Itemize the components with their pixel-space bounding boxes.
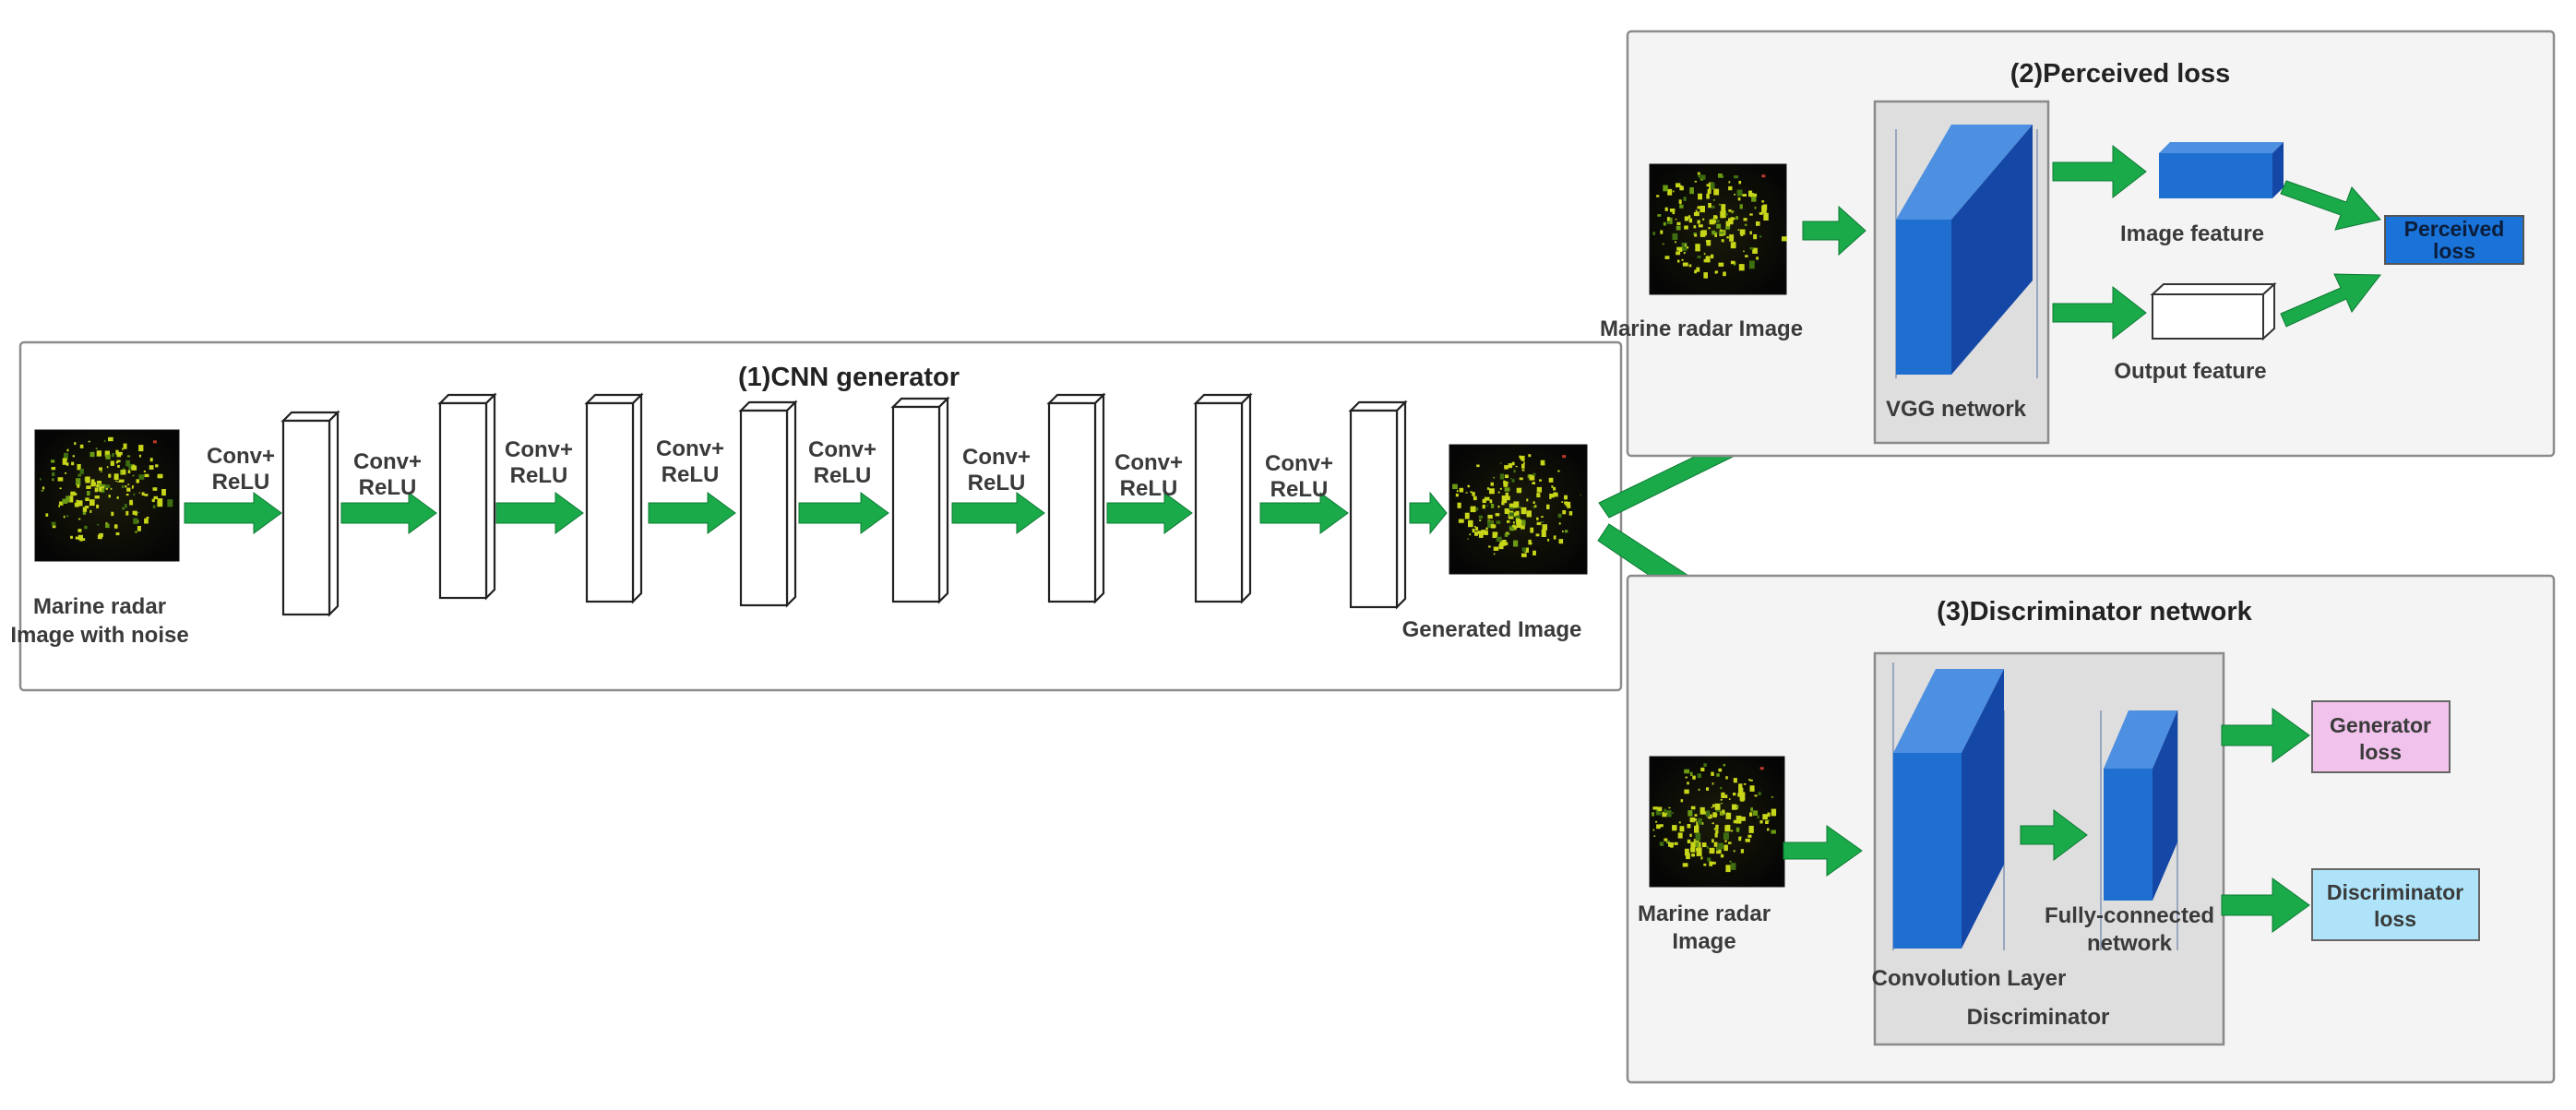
generator-loss-line2: loss bbox=[2359, 740, 2402, 764]
perceived-loss-line2: loss bbox=[2433, 239, 2475, 263]
conv-label-line1: Conv+ bbox=[505, 437, 573, 462]
conv-label-line1: Conv+ bbox=[656, 436, 724, 461]
input-label-line1: Marine radar bbox=[33, 594, 166, 619]
arrow-into-vgg bbox=[1802, 205, 1866, 257]
conv-relu-block bbox=[1348, 400, 1408, 610]
conv-arrow bbox=[184, 492, 282, 534]
radar-image-perceived bbox=[1649, 163, 1787, 295]
input-label-line2: Image with noise bbox=[10, 623, 188, 648]
noisy-radar-image bbox=[34, 429, 180, 562]
conv-arrow bbox=[1106, 492, 1193, 534]
discriminator-input-label-line1: Marine radar bbox=[1638, 901, 1771, 926]
fully-connected-label-line2: network bbox=[2087, 931, 2173, 956]
image-feature-label: Image feature bbox=[2120, 221, 2264, 246]
conv-relu-block bbox=[890, 396, 950, 604]
perceived-loss-panel: (2)Perceived loss Marine radar Image VGG… bbox=[1600, 30, 2556, 458]
generated-image bbox=[1449, 444, 1588, 575]
conv-label-line1: Conv+ bbox=[1115, 450, 1183, 475]
arrow-conv-to-fc bbox=[2020, 809, 2088, 861]
fully-connected-layer bbox=[2104, 710, 2177, 901]
conv-relu-block bbox=[1046, 392, 1106, 604]
perceived-input-label: Marine radar Image bbox=[1600, 316, 1803, 341]
conv-relu-block bbox=[280, 410, 340, 617]
cnn-generator-panel: (1)CNN generator Marine radar Image with… bbox=[10, 340, 1623, 692]
relu-label-line2: ReLU bbox=[814, 463, 872, 488]
cnn-generator-title: (1)CNN generator bbox=[738, 363, 960, 392]
discriminator-loss-line1: Discriminator bbox=[2327, 880, 2463, 904]
relu-label-line2: ReLU bbox=[510, 463, 568, 488]
perceived-loss-line1: Perceived bbox=[2404, 217, 2505, 241]
discriminator-container-label: Discriminator bbox=[1967, 1005, 2110, 1030]
arrow-to-output-feature bbox=[2052, 285, 2147, 340]
discriminator-network-title: (3)Discriminator network bbox=[1937, 597, 2252, 627]
relu-label-line2: ReLU bbox=[212, 470, 270, 495]
conv-relu-block bbox=[584, 392, 644, 604]
output-feature-block bbox=[2150, 281, 2277, 341]
arrow-into-discriminator bbox=[1783, 825, 1863, 877]
perceived-loss-box bbox=[2384, 215, 2524, 265]
conv-arrow bbox=[648, 492, 736, 534]
convolution-layer-label: Convolution Layer bbox=[1872, 966, 2067, 991]
conv-arrow bbox=[340, 492, 437, 534]
arrow-output-feature-to-loss bbox=[2280, 273, 2382, 328]
arrow-image-feature-to-loss bbox=[2280, 180, 2381, 231]
radar-image-discriminator bbox=[1649, 756, 1785, 888]
conv-relu-block bbox=[1193, 392, 1253, 604]
arrow-to-generator-loss bbox=[2221, 708, 2310, 763]
relu-label-line2: ReLU bbox=[1120, 476, 1178, 501]
discriminator-input-label-line2: Image bbox=[1672, 929, 1735, 954]
conv-label-line1: Conv+ bbox=[207, 444, 275, 469]
generator-loss-line1: Generator bbox=[2330, 713, 2431, 737]
conv-label-group: Conv+ReLUConv+ReLUConv+ReLUConv+ReLUConv… bbox=[207, 436, 1333, 502]
conv-label-line1: Conv+ bbox=[962, 445, 1031, 470]
generated-image-label: Generated Image bbox=[1402, 617, 1582, 642]
conv-relu-block bbox=[437, 392, 497, 601]
arrow-to-image-feature bbox=[2052, 144, 2147, 199]
discriminator-network-panel: (3)Discriminator network Marine radar Im… bbox=[1626, 574, 2556, 1084]
relu-label-line2: ReLU bbox=[968, 471, 1026, 495]
convolution-layer bbox=[1893, 669, 2004, 949]
vgg-network-label: VGG network bbox=[1886, 397, 2027, 422]
conv-relu-block bbox=[738, 400, 798, 608]
conv-arrow bbox=[798, 492, 889, 534]
discriminator-loss-line2: loss bbox=[2374, 907, 2416, 931]
fully-connected-label-line1: Fully-connected bbox=[2045, 903, 2214, 928]
image-feature-block bbox=[2159, 142, 2284, 198]
perceived-loss-title: (2)Perceived loss bbox=[2010, 59, 2231, 89]
arrow-to-discriminator-loss bbox=[2221, 877, 2310, 933]
conv-block-group bbox=[280, 392, 1408, 617]
output-feature-label: Output feature bbox=[2114, 359, 2266, 384]
conv-label-line1: Conv+ bbox=[1265, 451, 1333, 476]
conv-arrow-group bbox=[184, 491, 1448, 535]
vgg-network-layer bbox=[1896, 125, 2033, 375]
conv-label-line1: Conv+ bbox=[808, 437, 877, 462]
generator-loss-box bbox=[2311, 700, 2451, 773]
relu-label-line2: ReLU bbox=[359, 475, 417, 500]
relu-label-line2: ReLU bbox=[662, 462, 720, 487]
conv-label-line1: Conv+ bbox=[353, 449, 422, 474]
conv-arrow bbox=[951, 492, 1045, 534]
discriminator-loss-box bbox=[2311, 868, 2480, 941]
relu-label-line2: ReLU bbox=[1270, 477, 1329, 502]
arrow-to-generated-image bbox=[1409, 491, 1448, 535]
conv-arrow bbox=[495, 492, 584, 534]
conv-arrow bbox=[1259, 492, 1349, 534]
